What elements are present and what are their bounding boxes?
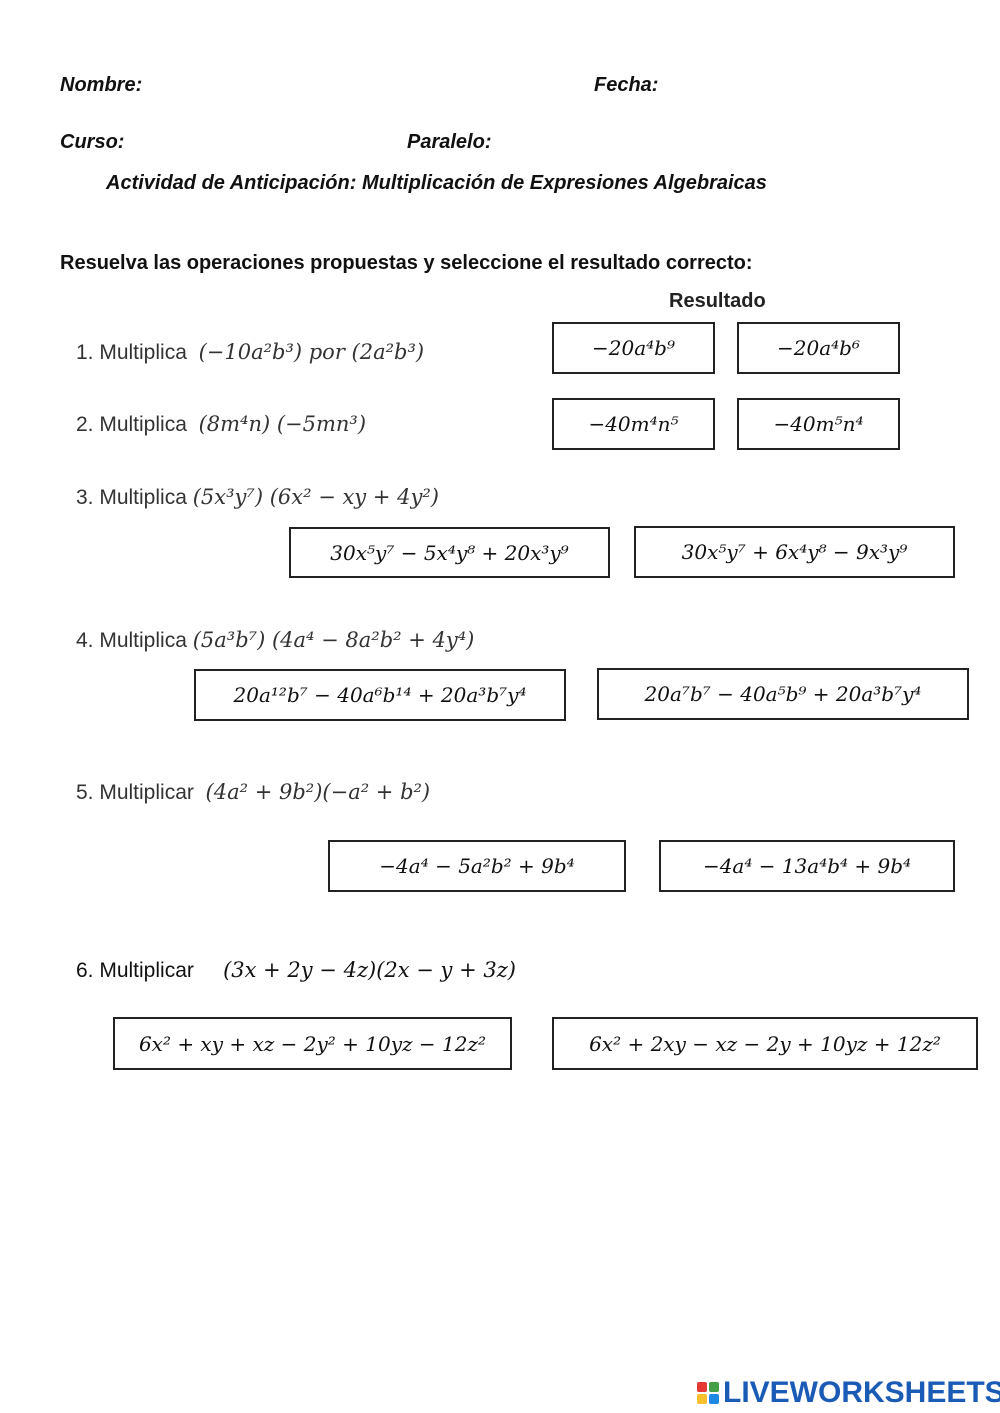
question-5-expression: (4a² + 9b²)(−a² + b²) — [205, 780, 431, 804]
question-5-option-b[interactable]: −4a⁴ − 13a⁴b⁴ + 9b⁴ — [659, 840, 955, 892]
question-3: 3. Multiplica (5x³y⁷) (6x² − xy + 4y²) — [76, 485, 439, 510]
question-5-prefix: 5. Multiplicar — [76, 781, 194, 804]
question-6-prefix: 6. Multiplicar — [76, 959, 194, 982]
question-3-option-b[interactable]: 30x⁵y⁷ + 6x⁴y⁸ − 9x³y⁹ — [634, 526, 955, 578]
question-5-option-a[interactable]: −4a⁴ − 5a²b² + 9b⁴ — [328, 840, 626, 892]
question-1-expression: (−10a²b³) por (2a²b³) — [198, 340, 425, 364]
question-2-option-a[interactable]: −40m⁴n⁵ — [552, 398, 715, 450]
nombre-label: Nombre: — [60, 74, 143, 96]
question-3-expression: (5x³y⁷) (6x² − xy + 4y²) — [192, 485, 439, 509]
logo-square-3 — [697, 1394, 707, 1404]
question-4-expression: (5a³b⁷) (4a⁴ − 8a²b² + 4y⁴) — [192, 628, 475, 652]
question-6-option-a[interactable]: 6x² + xy + xz − 2y² + 10yz − 12z² — [113, 1017, 512, 1070]
curso-label: Curso: — [60, 131, 125, 153]
instruction-text: Resuelva las operaciones propuestas y se… — [60, 252, 753, 274]
result-column-label: Resultado — [669, 290, 766, 312]
worksheet-title: Actividad de Anticipación: Multiplicació… — [106, 172, 767, 194]
logo-text: LIVEWORKSHEETS — [723, 1376, 1000, 1409]
question-4-option-b[interactable]: 20a⁷b⁷ − 40a⁵b⁹ + 20a³b⁷y⁴ — [597, 668, 969, 720]
question-1-option-a[interactable]: −20a⁴b⁹ — [552, 322, 715, 374]
fecha-label: Fecha: — [594, 74, 659, 96]
question-2: 2. Multiplica (8m⁴n) (−5mn³) — [76, 412, 366, 437]
question-6: 6. Multiplicar (3x + 2y − 4z)(2x − y + 3… — [76, 958, 516, 983]
question-1: 1. Multiplica (−10a²b³) por (2a²b³) — [76, 340, 424, 365]
question-3-prefix: 3. Multiplica — [76, 486, 187, 509]
liveworksheets-logo: LIVEWORKSHEETS — [697, 1376, 1000, 1410]
question-4: 4. Multiplica (5a³b⁷) (4a⁴ − 8a²b² + 4y⁴… — [76, 628, 474, 653]
question-2-expression: (8m⁴n) (−5mn³) — [198, 412, 367, 436]
question-6-expression: (3x + 2y − 4z)(2x − y + 3z) — [223, 958, 516, 982]
logo-mark-icon — [697, 1382, 719, 1404]
question-1-option-b[interactable]: −20a⁴b⁶ — [737, 322, 900, 374]
paralelo-label: Paralelo: — [407, 131, 492, 153]
question-2-option-b[interactable]: −40m⁵n⁴ — [737, 398, 900, 450]
logo-square-2 — [709, 1382, 719, 1392]
question-2-prefix: 2. Multiplica — [76, 413, 187, 436]
question-4-option-a[interactable]: 20a¹²b⁷ − 40a⁶b¹⁴ + 20a³b⁷y⁴ — [194, 669, 566, 721]
question-3-option-a[interactable]: 30x⁵y⁷ − 5x⁴y⁸ + 20x³y⁹ — [289, 527, 610, 578]
logo-square-1 — [697, 1382, 707, 1392]
question-6-option-b[interactable]: 6x² + 2xy − xz − 2y + 10yz + 12z² — [552, 1017, 978, 1070]
logo-square-4 — [709, 1394, 719, 1404]
question-1-prefix: 1. Multiplica — [76, 341, 187, 364]
question-5: 5. Multiplicar (4a² + 9b²)(−a² + b²) — [76, 780, 430, 805]
question-4-prefix: 4. Multiplica — [76, 629, 187, 652]
